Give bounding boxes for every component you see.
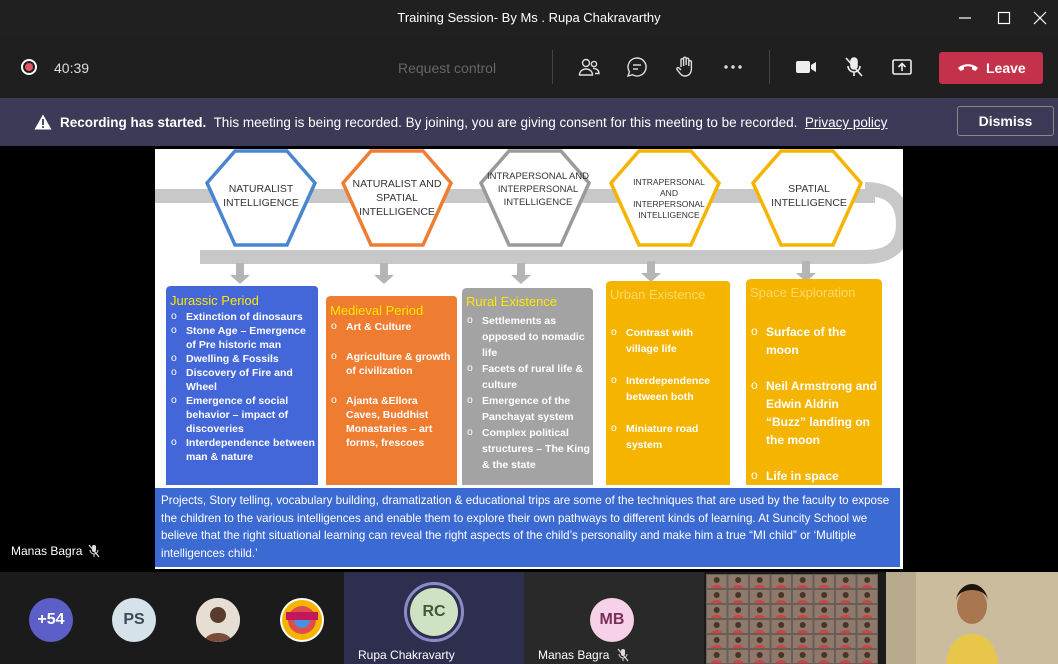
presenter-name-tag: Manas Bagra bbox=[11, 544, 100, 558]
list-item: Contrast with village life bbox=[606, 324, 728, 357]
title-bar: Training Session- By Ms . Rupa Chakravar… bbox=[0, 0, 1058, 36]
list-item: Dwelling & Fossils bbox=[166, 351, 316, 366]
recording-icon bbox=[21, 59, 37, 75]
participant-tile-rc[interactable]: RC Rupa Chakravarty bbox=[344, 572, 524, 664]
phone-hangup-icon bbox=[958, 64, 978, 71]
mic-off-icon bbox=[617, 648, 629, 662]
meeting-timer: 40:39 bbox=[54, 60, 90, 76]
dismiss-button[interactable]: Dismiss bbox=[957, 106, 1054, 136]
participant-name: Manas Bagra bbox=[538, 648, 610, 662]
camera-icon[interactable] bbox=[794, 55, 818, 79]
more-participants-button[interactable]: +54 bbox=[29, 598, 73, 642]
toolbar-divider bbox=[769, 50, 770, 84]
hexagon-intra-inter-1 bbox=[478, 149, 592, 247]
card-rural: Rural Existence Settlements as opposed t… bbox=[462, 288, 593, 485]
gallery-video[interactable] bbox=[706, 574, 878, 664]
arrow-down-icon bbox=[374, 263, 394, 284]
hexagon-intra-inter-2 bbox=[608, 149, 722, 247]
privacy-policy-link[interactable]: Privacy policy bbox=[804, 115, 888, 130]
minimize-icon[interactable] bbox=[955, 8, 975, 28]
list-item: Discovery of Fire and Wheel bbox=[166, 365, 316, 394]
hexagon-naturalist bbox=[204, 149, 318, 247]
list-item: Life in space bbox=[746, 466, 880, 485]
card-urban: Urban Existence Contrast with village li… bbox=[606, 281, 730, 485]
list-item: Ajanta &Ellora Caves, Buddhist Monastari… bbox=[326, 393, 452, 450]
avatar-ps[interactable]: PS bbox=[112, 598, 156, 642]
request-control-button[interactable]: Request control bbox=[398, 60, 497, 76]
window-title: Training Session- By Ms . Rupa Chakravar… bbox=[397, 10, 661, 25]
hexagon-spatial bbox=[750, 149, 864, 247]
maximize-icon[interactable] bbox=[994, 8, 1014, 28]
avatar-photo[interactable] bbox=[196, 598, 240, 642]
list-item: Agriculture & growth of civilization bbox=[326, 349, 452, 378]
self-video[interactable] bbox=[886, 572, 1058, 664]
raise-hand-icon[interactable] bbox=[673, 55, 697, 79]
card-title: Urban Existence bbox=[610, 287, 706, 302]
list-item: Surface of the moon bbox=[746, 322, 880, 359]
hexagon-naturalist-spatial bbox=[340, 149, 454, 247]
warning-icon bbox=[34, 114, 52, 130]
list-item: Emergence of social behavior – impact of… bbox=[166, 393, 316, 436]
card-title: Space Exploration bbox=[750, 285, 856, 300]
card-title: Jurassic Period bbox=[170, 293, 259, 308]
mic-off-icon[interactable] bbox=[842, 55, 866, 79]
card-list: Art & Culture Agriculture & growth of ci… bbox=[326, 319, 452, 450]
meeting-toolbar: 40:39 Request control Leave bbox=[0, 36, 1058, 98]
card-title: Rural Existence bbox=[466, 294, 558, 309]
leave-label: Leave bbox=[986, 60, 1026, 76]
participants-icon[interactable] bbox=[577, 55, 601, 79]
banner-title: Recording has started. bbox=[60, 115, 207, 130]
more-icon[interactable] bbox=[721, 55, 745, 79]
card-list: Extinction of dinosaurs Stone Age – Emer… bbox=[166, 309, 316, 464]
presentation-slide: NATURALIST INTELLIGENCE NATURALIST AND S… bbox=[155, 149, 903, 569]
card-title: Medieval Period bbox=[330, 303, 424, 318]
hexagon-label: SPATIAL INTELLIGENCE bbox=[771, 183, 847, 209]
arrow-down-icon bbox=[511, 263, 531, 284]
slide-note: Projects, Story telling, vocabulary buil… bbox=[155, 488, 900, 567]
shared-screen: NATURALIST INTELLIGENCE NATURALIST AND S… bbox=[0, 146, 1058, 572]
hexagon-label: NATURALIST AND SPATIAL INTELLIGENCE bbox=[352, 178, 442, 218]
presenter-name: Manas Bagra bbox=[11, 544, 83, 558]
hexagon-label: NATURALIST INTELLIGENCE bbox=[223, 183, 299, 209]
hexagon-label: INTRAPERSONAL AND INTERPERSONAL INTELLIG… bbox=[486, 171, 590, 208]
list-item: Art & Culture bbox=[326, 319, 452, 334]
list-item: Interdependence between both bbox=[606, 372, 728, 405]
toolbar-divider bbox=[552, 50, 553, 84]
arrow-down-icon bbox=[796, 261, 816, 282]
recording-banner: Recording has started. This meeting is b… bbox=[0, 98, 1058, 146]
hexagon-label: INTRAPERSONAL AND INTERPERSONAL INTELLIG… bbox=[633, 177, 705, 220]
list-item: Extinction of dinosaurs bbox=[166, 309, 316, 324]
chat-icon[interactable] bbox=[625, 55, 649, 79]
card-list: Settlements as opposed to nomadic life F… bbox=[462, 312, 590, 473]
list-item: Interdependence between man & nature bbox=[166, 435, 316, 464]
avatar-badge[interactable] bbox=[280, 598, 324, 642]
participant-name: Rupa Chakravarty bbox=[358, 648, 455, 662]
list-item: Complex political structures – The King … bbox=[462, 424, 590, 473]
avatar-mb: MB bbox=[590, 598, 634, 642]
list-item: Emergence of the Panchayat system bbox=[462, 392, 590, 425]
share-screen-icon[interactable] bbox=[890, 55, 914, 79]
list-item: Settlements as opposed to nomadic life bbox=[462, 312, 590, 361]
close-icon[interactable] bbox=[1030, 8, 1050, 28]
banner-body: This meeting is being recorded. By joini… bbox=[213, 115, 798, 130]
banner-message: Recording has started. This meeting is b… bbox=[60, 115, 887, 130]
participant-strip: +54 PS RC Rupa Chakravarty MB Manas Bagr… bbox=[0, 572, 1058, 664]
arrow-down-icon bbox=[230, 263, 250, 284]
list-item: Neil Armstrong and Edwin Aldrin “Buzz” l… bbox=[746, 376, 880, 449]
card-jurassic: Jurassic Period Extinction of dinosaurs … bbox=[166, 286, 318, 485]
list-item: Facets of rural life & culture bbox=[462, 360, 590, 393]
card-list: Surface of the moon Neil Armstrong and E… bbox=[746, 322, 880, 485]
participant-tile-mb[interactable]: MB Manas Bagra bbox=[524, 572, 704, 664]
card-list: Contrast with village life Interdependen… bbox=[606, 324, 728, 453]
card-medieval: Medieval Period Art & Culture Agricultur… bbox=[326, 296, 457, 485]
mic-off-icon bbox=[88, 544, 100, 558]
list-item: Miniature road system bbox=[606, 420, 728, 453]
avatar-rc: RC bbox=[410, 588, 458, 636]
leave-button[interactable]: Leave bbox=[939, 52, 1043, 84]
arrow-down-icon bbox=[641, 261, 661, 282]
card-space: Space Exploration Surface of the moon Ne… bbox=[746, 279, 882, 485]
list-item: Stone Age – Emergence of Pre historic ma… bbox=[166, 323, 316, 352]
